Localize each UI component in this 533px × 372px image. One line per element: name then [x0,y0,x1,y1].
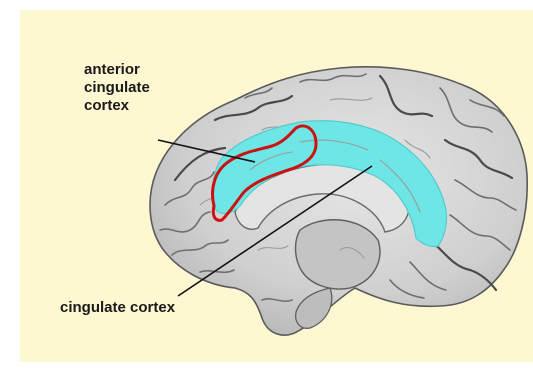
cc-label: cingulate cortex [60,299,176,316]
thalamus [296,220,380,289]
acc-label-line-1: anterior [84,61,140,78]
acc-label-line-2: cingulate [84,79,150,96]
acc-label-line-3: cortex [84,97,130,114]
